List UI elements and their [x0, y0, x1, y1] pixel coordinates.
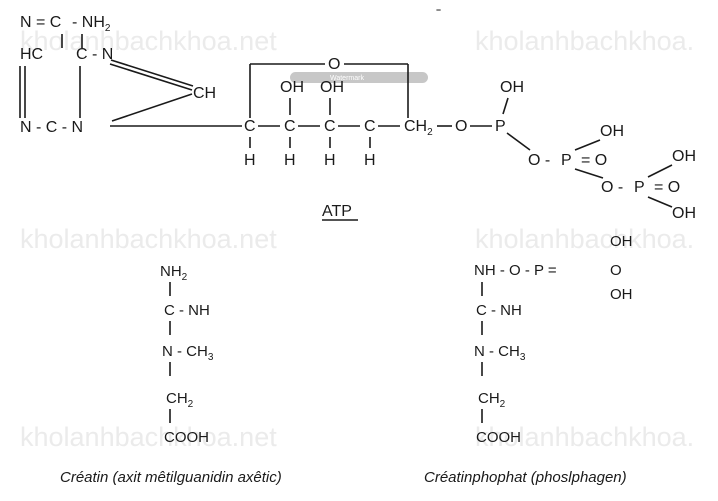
watermark-pill-text: Watermark — [330, 75, 364, 82]
atom-label: CH2 — [404, 118, 433, 138]
atom-label: P — [561, 152, 572, 169]
atom-label: - NH2 — [72, 14, 111, 34]
atom-label: OH — [672, 205, 696, 222]
atom-label: C — [284, 118, 296, 135]
stray-mark: ˉ — [436, 7, 441, 24]
atom-label: COOH — [164, 429, 209, 446]
atom-label: O — [610, 262, 622, 279]
atom-label: C - NH — [164, 302, 210, 319]
atom-label: N - C - N — [20, 119, 83, 136]
atom-label: = O — [654, 179, 680, 196]
atom-label: = O — [581, 152, 607, 169]
atom-label: H — [284, 152, 296, 169]
atp-label: ATP — [322, 203, 352, 220]
atom-label: CH2 — [166, 390, 194, 410]
atom-label: C — [324, 118, 336, 135]
atom-label: CH2 — [478, 390, 506, 410]
creatine-phosphate-structure: NH - O - P = O OH OH C - NH N - CH3 CH2 … — [424, 233, 633, 486]
bond — [109, 63, 193, 91]
atom-label: NH2 — [160, 263, 188, 283]
phosphate-chain: OH O - P = O OH O - P = O OH OH — [500, 79, 696, 222]
atom-label: OH — [320, 79, 344, 96]
atom-label: C - N — [76, 46, 113, 63]
atp-structure: N = C - NH2 HC C - N CH N - C - N O C C … — [19, 14, 696, 222]
watermark-pill — [290, 72, 428, 83]
watermark-text: kholanhbachkhoa. — [475, 422, 694, 452]
bond — [506, 132, 531, 151]
atom-label: COOH — [476, 429, 521, 446]
atom-label: C — [364, 118, 376, 135]
atom-label: O — [328, 56, 340, 73]
atom-label: OH — [280, 79, 304, 96]
atom-label: C - NH — [476, 302, 522, 319]
atom-label: P — [634, 179, 645, 196]
watermark-text: kholanhbachkhoa.net — [20, 422, 277, 452]
atom-label: H — [324, 152, 336, 169]
atom-label: O — [455, 118, 467, 135]
atom-label: HC — [20, 46, 43, 63]
creatine-phosphate-caption: Créatinphophat (phoslphagen) — [424, 469, 627, 486]
watermark-text: kholanhbachkhoa. — [475, 224, 694, 254]
watermark-text: kholanhbachkhoa.net — [20, 224, 277, 254]
atom-label: P — [495, 118, 506, 135]
bond — [502, 97, 509, 115]
atom-label: H — [364, 152, 376, 169]
bond — [647, 164, 673, 178]
atom-label: CH — [193, 85, 216, 102]
atom-label: H — [244, 152, 256, 169]
bond — [647, 196, 673, 208]
atom-label: OH — [610, 233, 633, 250]
atom-label: O - — [601, 179, 623, 196]
atom-label: C — [244, 118, 256, 135]
atom-label: OH — [672, 148, 696, 165]
ribose-chain: C C C C OH OH H H H H CH2 O P — [244, 79, 506, 169]
watermark-text: kholanhbachkhoa.net — [20, 26, 277, 56]
bond — [574, 139, 601, 151]
bond — [574, 168, 604, 179]
creatine-structure: NH2 C - NH N - CH3 CH2 COOH Créatin (axi… — [60, 263, 282, 486]
atom-label: OH — [600, 123, 624, 140]
bond — [111, 93, 193, 122]
watermark-layer: kholanhbachkhoa.net kholanhbachkhoa. kho… — [20, 26, 694, 452]
bond — [110, 59, 194, 87]
atom-label: OH — [610, 286, 633, 303]
atom-label: O - — [528, 152, 550, 169]
atom-label: N = C — [20, 14, 61, 31]
watermark-text: kholanhbachkhoa. — [475, 26, 694, 56]
creatine-caption: Créatin (axit mêtilguanidin axêtic) — [60, 469, 282, 486]
atom-label: N - CH3 — [162, 343, 214, 363]
atom-label: NH - O - P = — [474, 262, 557, 279]
atom-label: OH — [500, 79, 524, 96]
atom-label: N - CH3 — [474, 343, 526, 363]
